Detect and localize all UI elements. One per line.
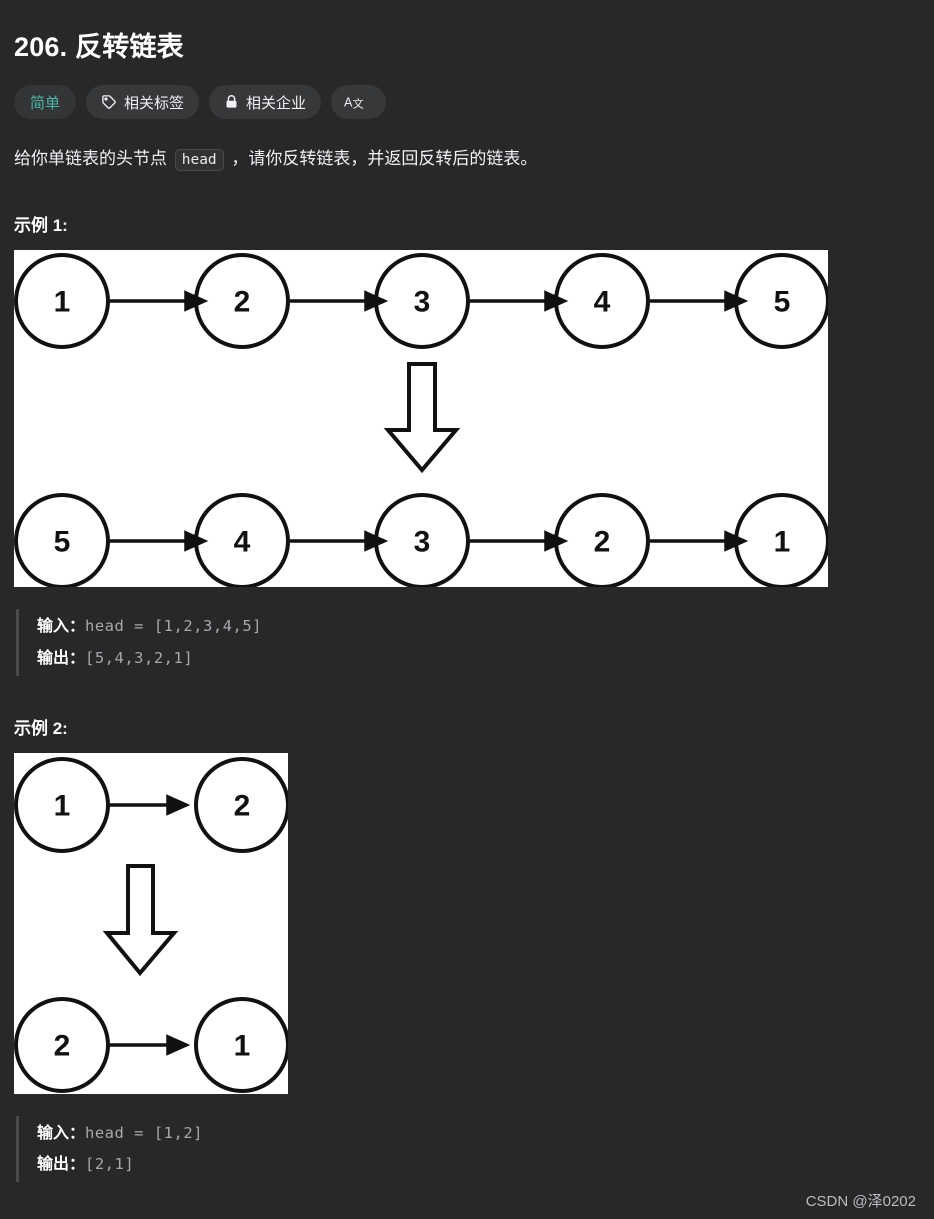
svg-text:1: 1: [54, 286, 71, 319]
example-2-figure: 1 2 2 1: [14, 752, 288, 1094]
svg-text:2: 2: [234, 286, 251, 319]
translate-icon: A 文: [344, 93, 366, 111]
linked-list-diagram-2: 1 2 2 1: [14, 756, 288, 1093]
example-2-output-label: 输出：: [37, 1155, 86, 1173]
svg-text:2: 2: [594, 526, 611, 559]
example-1-heading: 示例 1:: [14, 216, 68, 236]
related-companies-button[interactable]: 相关企业: [209, 85, 322, 120]
related-companies-label: 相关企业: [246, 94, 307, 112]
example-2-output-value: [2,1]: [85, 1154, 135, 1173]
svg-text:2: 2: [54, 1029, 71, 1062]
difficulty-label: 简单: [30, 94, 61, 112]
example-1-io: 输入：head = [1,2,3,4,5] 输出：[5,4,3,2,1]: [16, 609, 920, 676]
tag-icon: [101, 94, 117, 110]
inline-code-head: head: [174, 149, 224, 172]
example-2-input-value: head = [1,2]: [85, 1123, 203, 1142]
svg-text:4: 4: [234, 526, 251, 559]
linked-list-diagram-1: 1 2 3 4 5: [14, 253, 828, 588]
example-1-input-label: 输入：: [37, 618, 86, 636]
example-2-io: 输入：head = [1,2] 输出：[2,1]: [16, 1115, 920, 1183]
related-tags-button[interactable]: 相关标签: [86, 85, 200, 120]
svg-text:4: 4: [594, 286, 611, 319]
svg-text:文: 文: [353, 97, 364, 111]
description-prefix: 给你单链表的头节点: [14, 149, 172, 169]
svg-text:1: 1: [54, 789, 71, 822]
example-1-input-line: 输入：head = [1,2,3,4,5]: [37, 611, 920, 642]
transform-arrow-icon: [102, 863, 179, 976]
example-2-output-line: 输出：[2,1]: [37, 1149, 920, 1180]
svg-text:A: A: [344, 96, 353, 110]
example-2-input-line: 输入：head = [1,2]: [37, 1118, 920, 1149]
problem-page: 206. 反转链表 简单 相关标签 相关企业: [0, 18, 934, 1183]
description-suffix: ，请你反转链表，并返回反转后的链表。: [226, 149, 538, 169]
lock-icon: [224, 94, 239, 110]
difficulty-badge[interactable]: 简单: [14, 85, 77, 120]
example-1-input-value: head = [1,2,3,4,5]: [85, 617, 262, 636]
svg-text:3: 3: [414, 526, 431, 559]
example-1-output-line: 输出：[5,4,3,2,1]: [37, 643, 920, 674]
svg-text:1: 1: [774, 526, 791, 559]
svg-text:5: 5: [774, 286, 791, 319]
svg-text:2: 2: [234, 789, 251, 822]
svg-text:1: 1: [234, 1029, 251, 1062]
svg-text:3: 3: [414, 286, 431, 319]
translate-button[interactable]: A 文: [331, 85, 387, 120]
related-tags-label: 相关标签: [124, 94, 185, 112]
example-2-input-label: 输入：: [37, 1124, 86, 1142]
badge-row: 简单 相关标签 相关企业 A: [14, 85, 920, 120]
problem-description: 给你单链表的头节点 head ，请你反转链表，并返回反转后的链表。: [14, 145, 920, 173]
svg-text:5: 5: [54, 526, 71, 559]
example-1-figure: 1 2 3 4 5: [14, 250, 828, 588]
example-1-output-label: 输出：: [37, 649, 86, 667]
example-1-output-value: [5,4,3,2,1]: [85, 648, 194, 667]
example-2-heading: 示例 2:: [14, 718, 68, 738]
transform-arrow-icon: [383, 362, 461, 474]
page-title: 206. 反转链表: [14, 32, 184, 63]
